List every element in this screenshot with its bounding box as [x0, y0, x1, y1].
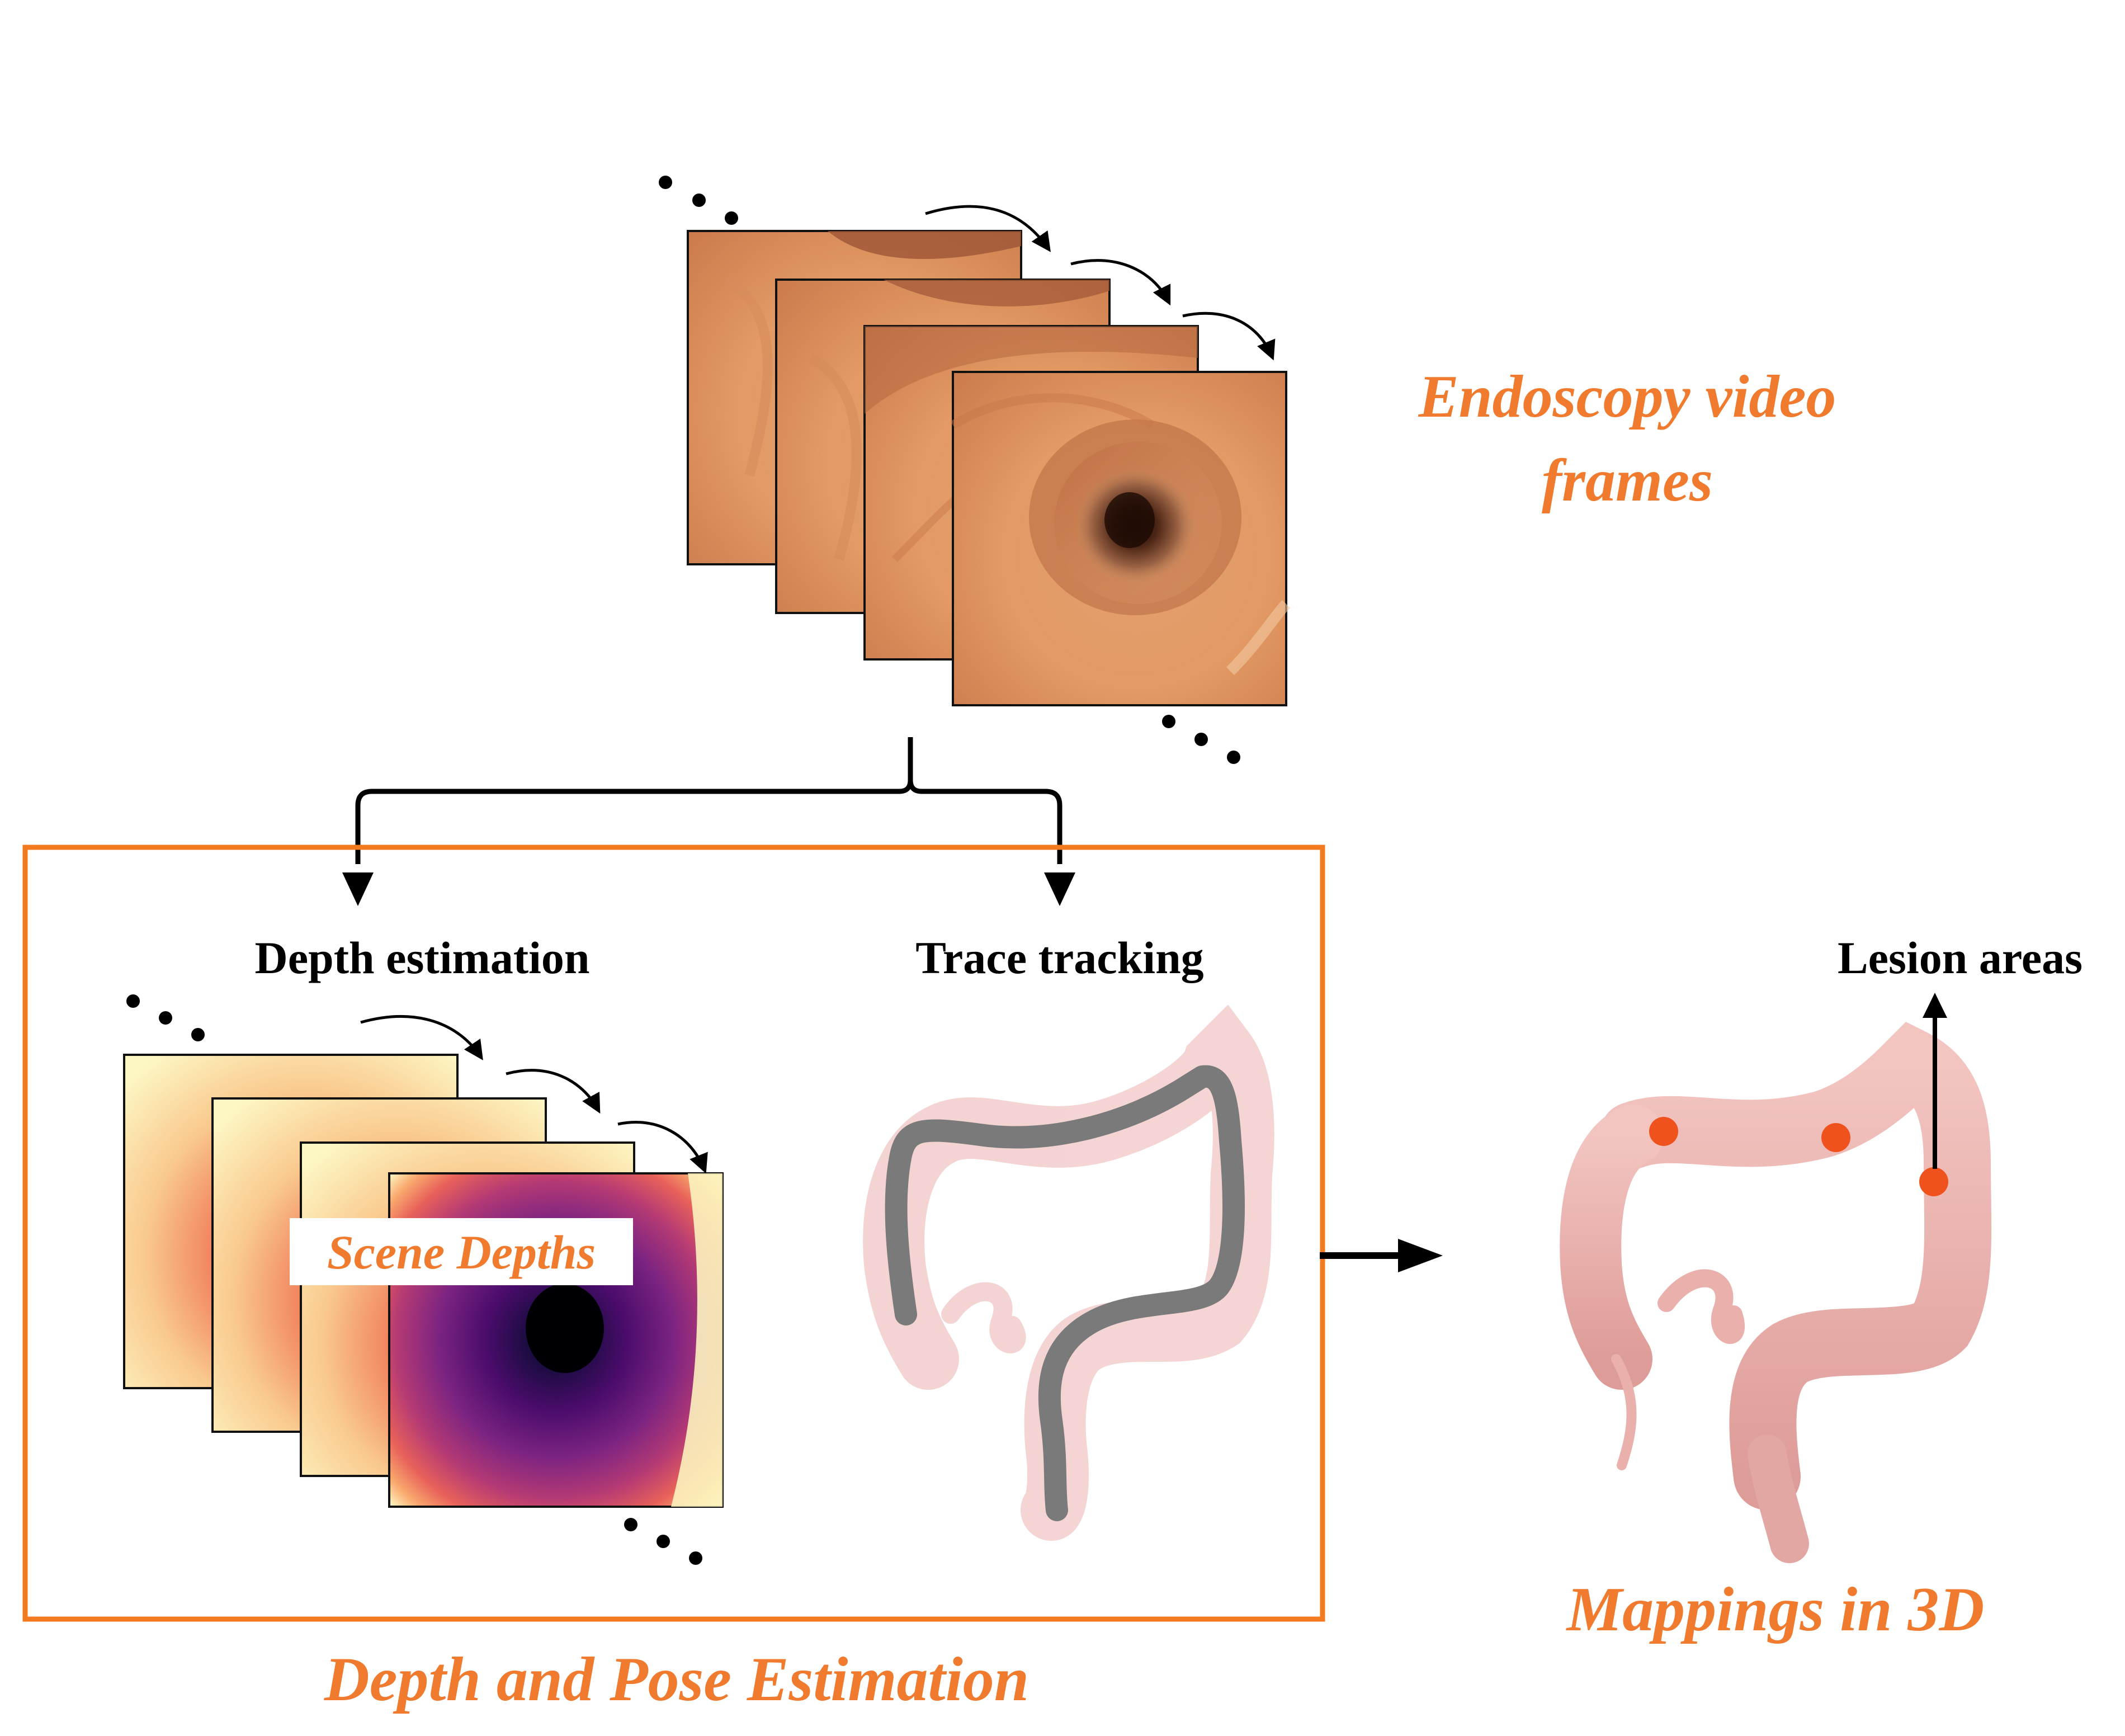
- endoscopy-frame-4: [950, 371, 1291, 706]
- lesion-dot-1: [1649, 1117, 1678, 1146]
- depth-sequence-arrows: [360, 1015, 708, 1174]
- lesion-dot-3: [1919, 1167, 1948, 1196]
- trace-path: [885, 1065, 1245, 1521]
- depth-pose-caption: Depth and Pose Estimation: [324, 1645, 1029, 1714]
- scene-depths-tag: Scene Depths: [290, 1218, 633, 1285]
- lesion-areas-label: Lesion areas: [1838, 932, 2082, 983]
- depth-estimation-label: Depth estimation: [254, 932, 589, 983]
- lesion-dot-2: [1821, 1123, 1850, 1152]
- ellipsis-dots-depth-top: [126, 994, 205, 1041]
- endoscopy-title-line2: frames: [1542, 447, 1713, 514]
- lesion-pointer-arrow: [1923, 993, 1947, 1169]
- colon-3d-model: [1560, 1021, 1992, 1563]
- mappings-caption: Mappings in 3D: [1566, 1575, 1985, 1644]
- trace-tracking-label: Trace tracking: [915, 932, 1203, 983]
- to-mapping-arrow: [1320, 1239, 1443, 1272]
- endoscopy-title-line1: Endoscopy video: [1418, 364, 1836, 430]
- split-bracket-connector: [355, 737, 1062, 864]
- ellipsis-dots-depth-bottom: [624, 1518, 702, 1565]
- lesion-dots: [1649, 1117, 1948, 1196]
- endoscopy-frames-stack: [659, 176, 1291, 764]
- scene-depths-label: Scene Depths: [327, 1225, 596, 1279]
- ellipsis-dots-top: [659, 176, 738, 225]
- frame-sequence-arrows: [925, 205, 1276, 361]
- split-arrow-heads: [342, 872, 1075, 906]
- depth-map-stack: [123, 994, 724, 1565]
- trace-colon-illustration: [863, 1004, 1274, 1541]
- depth-pose-box: [22, 845, 1325, 1622]
- ellipsis-dots-bottom: [1162, 715, 1240, 764]
